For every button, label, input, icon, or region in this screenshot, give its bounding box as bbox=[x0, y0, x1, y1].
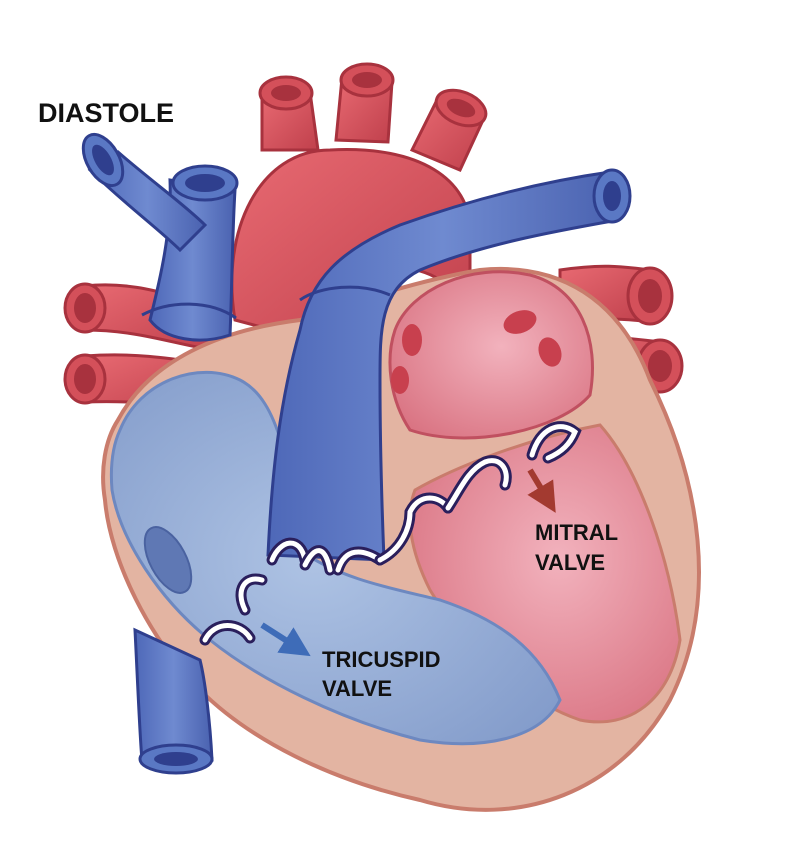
tricuspid-valve-label-line2: VALVE bbox=[322, 676, 392, 701]
mitral-flow-arrow bbox=[527, 468, 556, 513]
coronary-sinus-opening bbox=[143, 526, 193, 594]
tricuspid-flow-arrow bbox=[260, 622, 311, 657]
mitral-valve-label-line2: VALVE bbox=[535, 550, 605, 575]
left-atrium bbox=[388, 270, 594, 440]
diagram-title: DIASTOLE bbox=[38, 98, 174, 128]
tricuspid-valve bbox=[199, 573, 268, 646]
mitral-valve bbox=[374, 421, 582, 566]
right-heart-chambers bbox=[109, 370, 562, 746]
aorta bbox=[230, 62, 488, 342]
pulmonary-vein-openings bbox=[391, 310, 562, 394]
mitral-valve-label-line1: MITRAL bbox=[535, 520, 618, 545]
tricuspid-valve-label-line1: TRICUSPID bbox=[322, 647, 441, 672]
